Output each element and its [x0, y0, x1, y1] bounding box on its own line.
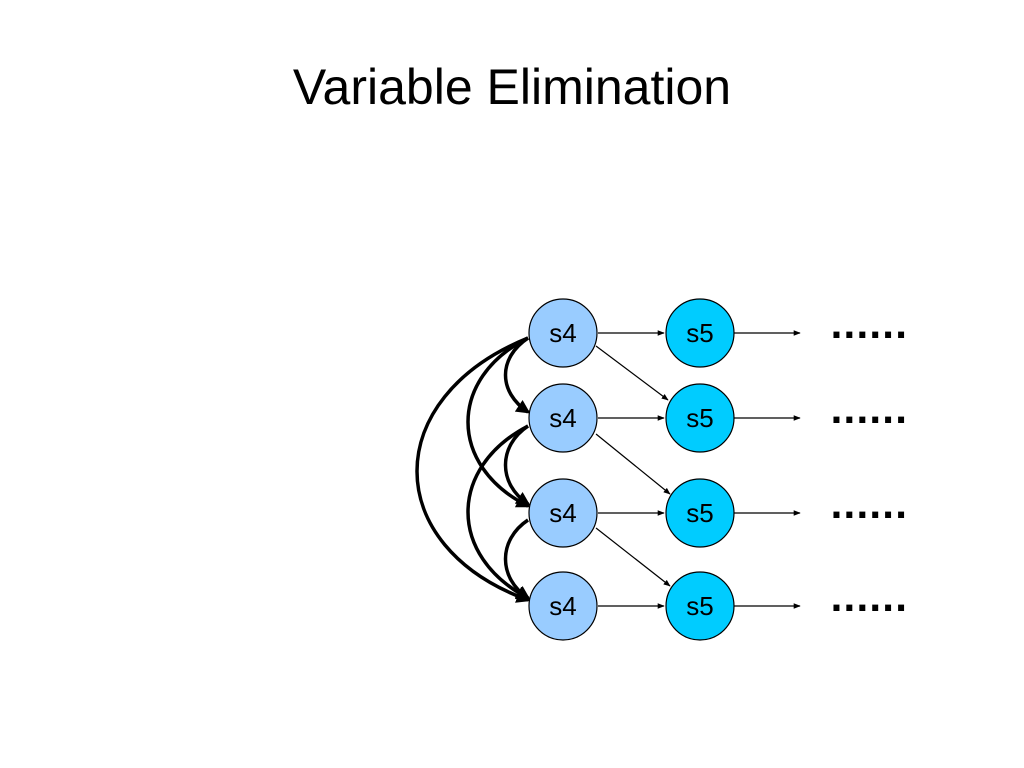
node-label: s4 — [549, 591, 576, 621]
node-label: s4 — [549, 403, 576, 433]
curve-s4-row3-to-row4 — [503, 518, 531, 600]
edge-s4-s5-diag1 — [595, 345, 669, 401]
continuation-ellipsis-row2: ...... — [830, 392, 908, 432]
curve-s4-row2-to-row3 — [503, 424, 531, 506]
edge-s4-s5-diag2 — [595, 433, 671, 495]
slide-title: Variable Elimination — [292, 59, 732, 115]
node-s5-row4: s5 — [665, 571, 735, 641]
node-s4-row1: s4 — [528, 298, 598, 368]
continuation-ellipsis-row1: ...... — [830, 307, 908, 347]
node-s4-row4: s4 — [528, 571, 598, 641]
edge-s4-s5-diag3 — [595, 527, 671, 587]
curve-s4-row1-to-row3 — [466, 336, 531, 508]
node-label: s5 — [686, 591, 713, 621]
node-s5-row2: s5 — [665, 383, 735, 453]
node-label: s5 — [686, 403, 713, 433]
node-label: s4 — [549, 318, 576, 348]
node-s5-row1: s5 — [665, 298, 735, 368]
node-label: s5 — [686, 318, 713, 348]
node-s4-row2: s4 — [528, 383, 598, 453]
node-s5-row3: s5 — [665, 478, 735, 548]
continuation-ellipsis-row4: ...... — [830, 580, 908, 620]
curve-s4-row1-to-row4 — [415, 336, 531, 603]
curve-s4-row2-to-row4 — [466, 424, 531, 600]
node-label: s4 — [549, 498, 576, 528]
curve-s4-row1-to-row2 — [503, 336, 531, 414]
node-s4-row3: s4 — [528, 478, 598, 548]
node-label: s5 — [686, 498, 713, 528]
continuation-ellipsis-row3: ...... — [830, 487, 908, 527]
